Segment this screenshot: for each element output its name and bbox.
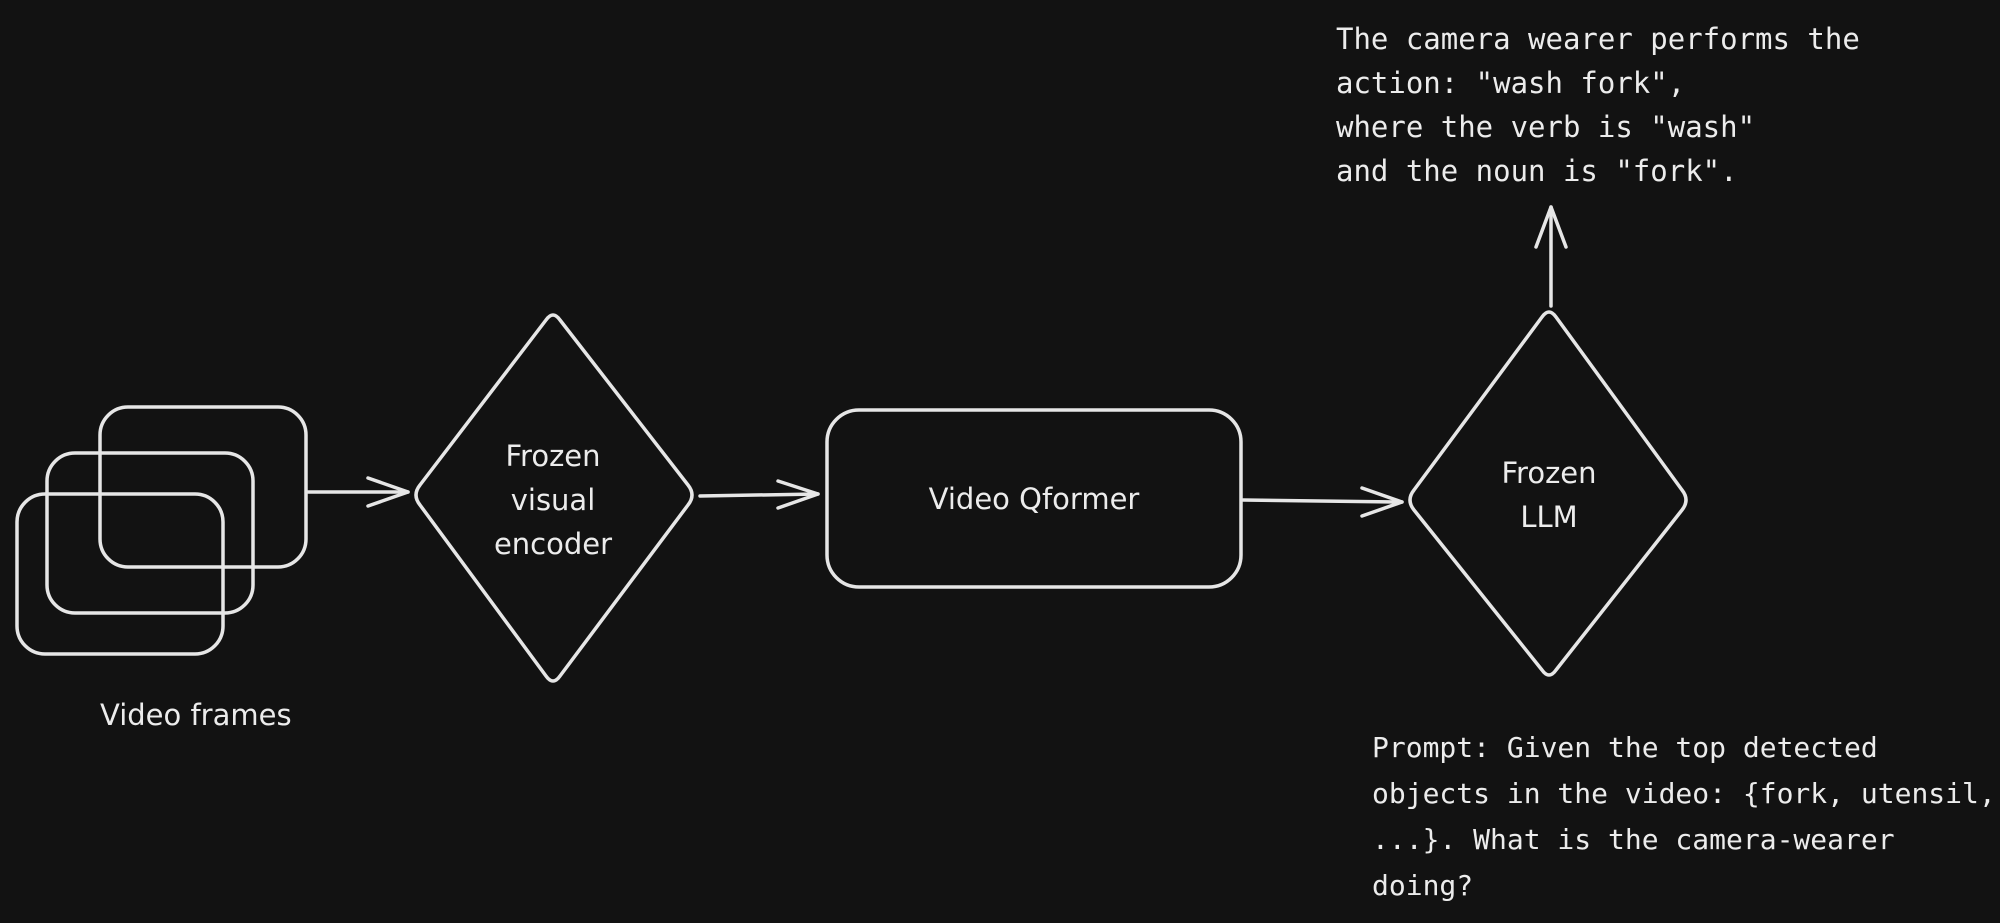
output-line: where the verb is "wash" — [1336, 110, 1756, 144]
llm-label: Frozen LLM — [1459, 451, 1639, 539]
qformer-label: Video Qformer — [928, 482, 1140, 516]
encoder-diamond — [414, 313, 694, 683]
output-line: The camera wearer performs the — [1336, 22, 1860, 56]
encoder-label-line: Frozen — [505, 439, 601, 473]
arrow-frames-to-encoder — [306, 476, 410, 508]
video-frame-back — [98, 405, 308, 569]
prompt-line: ...}. What is the camera-wearer — [1372, 823, 1895, 856]
prompt-line: objects in the video: {fork, utensil, — [1372, 777, 1996, 810]
arrow-qformer-to-llm — [1241, 486, 1404, 518]
encoder-label-line: visual — [510, 483, 596, 517]
arrow-encoder-to-qformer — [698, 479, 820, 510]
prompt-text: Prompt: Given the top detected objects i… — [1372, 725, 1996, 909]
encoder-label-line: encoder — [493, 527, 613, 561]
prompt-line: Prompt: Given the top detected — [1372, 731, 1878, 764]
video-frames-label: Video frames — [100, 698, 292, 732]
arrow-llm-to-output — [1534, 205, 1568, 308]
llm-label-line: Frozen — [1501, 456, 1597, 490]
video-frame-front — [15, 492, 225, 656]
encoder-label: Frozen visual encoder — [463, 434, 643, 566]
prompt-line: doing? — [1372, 869, 1474, 902]
qformer-box — [825, 408, 1243, 589]
output-line: and the noun is "fork". — [1336, 154, 1738, 188]
output-line: action: "wash fork", — [1336, 66, 1686, 100]
llm-label-line: LLM — [1520, 500, 1578, 534]
llm-diamond — [1408, 310, 1688, 677]
video-frame-middle — [45, 451, 255, 615]
output-text: The camera wearer performs the action: "… — [1336, 17, 1860, 193]
